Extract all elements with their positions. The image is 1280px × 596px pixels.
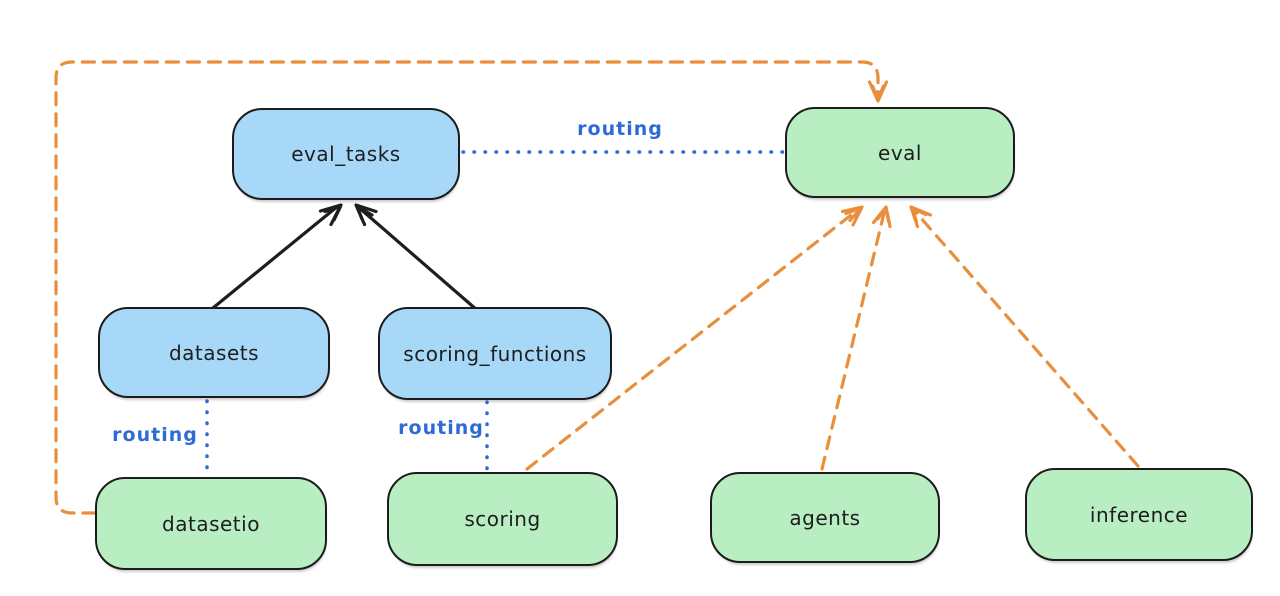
node-datasets: datasets bbox=[98, 307, 330, 398]
node-agents: agents bbox=[710, 472, 940, 563]
edge-scoring_functions-to-eval_tasks bbox=[354, 203, 494, 325]
node-scoring: scoring bbox=[387, 472, 618, 566]
node-datasets-label: datasets bbox=[168, 340, 260, 365]
node-inference: inference bbox=[1025, 468, 1253, 561]
edge-label-routing-datasets-datasetio: routing bbox=[112, 424, 198, 446]
edge-agents-to-eval bbox=[820, 205, 892, 471]
edge-inference-to-eval bbox=[909, 205, 1140, 468]
node-eval: eval bbox=[785, 107, 1015, 198]
node-scoring_functions: scoring_functions bbox=[378, 307, 612, 400]
node-agents-label: agents bbox=[789, 505, 861, 530]
node-inference-label: inference bbox=[1089, 502, 1189, 527]
edge-label-routing-eval_tasks-eval: routing bbox=[577, 118, 663, 140]
edge-datasets-to-eval_tasks bbox=[195, 203, 343, 323]
node-scoring_functions-label: scoring_functions bbox=[403, 341, 587, 366]
node-eval-label: eval bbox=[878, 140, 922, 165]
node-scoring-label: scoring bbox=[464, 507, 541, 531]
node-eval_tasks-label: eval_tasks bbox=[291, 142, 401, 166]
node-datasetio: datasetio bbox=[95, 477, 327, 570]
node-datasetio-label: datasetio bbox=[162, 511, 260, 536]
edge-label-routing-scoring_functions-scoring: routing bbox=[398, 417, 484, 439]
node-eval_tasks: eval_tasks bbox=[232, 108, 460, 200]
